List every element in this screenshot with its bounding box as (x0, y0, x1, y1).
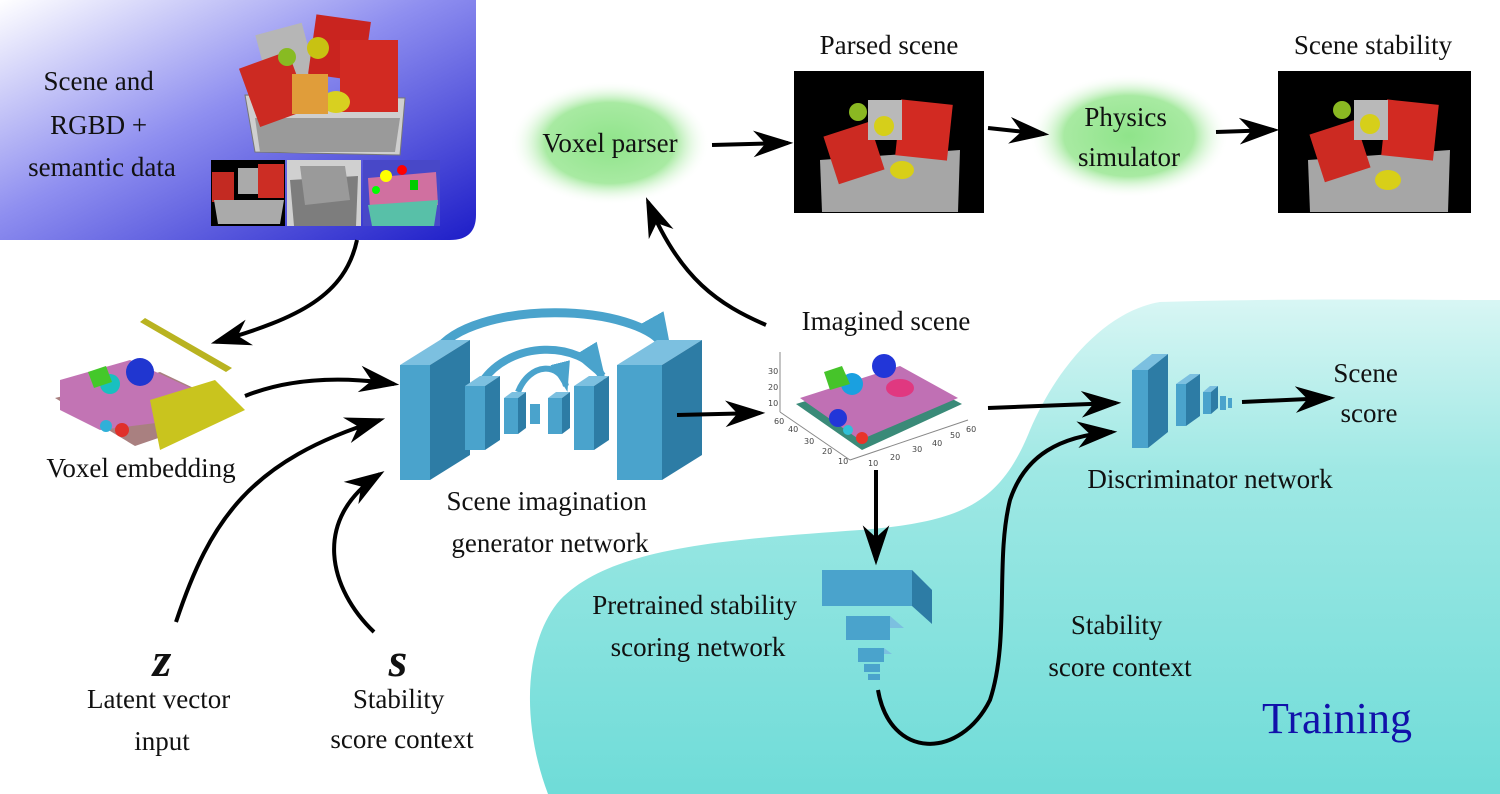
x-tick: 20 (822, 447, 832, 456)
input-box-label: Scene and RGBD + semantic data (28, 66, 176, 182)
semantic-image (363, 160, 440, 226)
generator-network (400, 308, 702, 480)
scene-score-label: Scene score (1333, 358, 1404, 428)
discriminator-network (1132, 354, 1232, 448)
training-label: Training (1262, 694, 1412, 743)
arrow-physics-to-stability (1215, 117, 1280, 145)
pretrained-label: Pretrained stability scoring network (592, 590, 803, 662)
arrows (174, 117, 1336, 746)
parsed-scene-label: Parsed scene (820, 30, 959, 60)
scene-stability-label: Scene stability (1294, 30, 1453, 60)
parsed-scene-image (794, 71, 984, 213)
generator-label: Scene imagination generator network (447, 486, 654, 558)
arrow-discriminator-to-score (1241, 386, 1336, 413)
y-tick: 10 (868, 459, 878, 468)
stability-context-right-label: Stability score context (1048, 610, 1192, 682)
y-tick: 30 (912, 445, 922, 454)
input-scene-image (238, 14, 406, 156)
training-region (529, 299, 1500, 794)
scene-stability-image (1278, 71, 1471, 213)
voxel-parser-label: Voxel parser (542, 128, 677, 158)
arrow-imagined-to-parser (645, 197, 767, 327)
arrow-stability-to-generator (332, 471, 385, 634)
z-tick: 30 (768, 367, 778, 376)
physics-simulator-glow (1029, 74, 1229, 198)
arrow-generator-to-imagined (676, 400, 766, 428)
x-tick: 30 (804, 437, 814, 446)
y-tick: 40 (932, 439, 942, 448)
x-tick: 60 (774, 417, 784, 426)
imagined-scene-label: Imagined scene (802, 306, 971, 336)
discriminator-label: Discriminator network (1087, 464, 1333, 494)
arrow-imagined-to-discriminator (987, 391, 1122, 418)
voxel-embedding-render (55, 318, 245, 450)
latent-symbol: z (151, 634, 172, 687)
arrow-pretrained-to-discriminator (876, 421, 1118, 746)
voxel-embedding-label: Voxel embedding (46, 453, 235, 483)
rgb-image (211, 160, 285, 226)
depth-image (287, 160, 361, 226)
arrow-parser-to-parsed (711, 130, 794, 158)
arrow-parsed-to-physics (987, 117, 1050, 144)
voxel-parser-glow (510, 81, 710, 205)
stability-input-label: Stability score context (330, 684, 474, 754)
pretrained-network (822, 570, 932, 680)
x-tick: 40 (788, 425, 798, 434)
z-tick: 20 (768, 383, 778, 392)
stability-symbol: s (388, 634, 408, 687)
y-tick: 50 (950, 431, 960, 440)
arrow-embedding-to-generator (244, 365, 400, 398)
y-tick: 20 (890, 453, 900, 462)
imagined-scene-plot: 30 20 10 60 40 30 20 10 10 20 30 40 50 6… (768, 352, 976, 468)
arrow-latent-to-generator (174, 417, 386, 623)
x-tick: 10 (838, 457, 848, 466)
arrow-input-to-embedding (210, 239, 359, 346)
z-tick: 10 (768, 399, 778, 408)
y-tick: 60 (966, 425, 976, 434)
physics-simulator-label: Physics simulator (1078, 102, 1180, 172)
latent-label: Latent vector input (87, 684, 237, 756)
